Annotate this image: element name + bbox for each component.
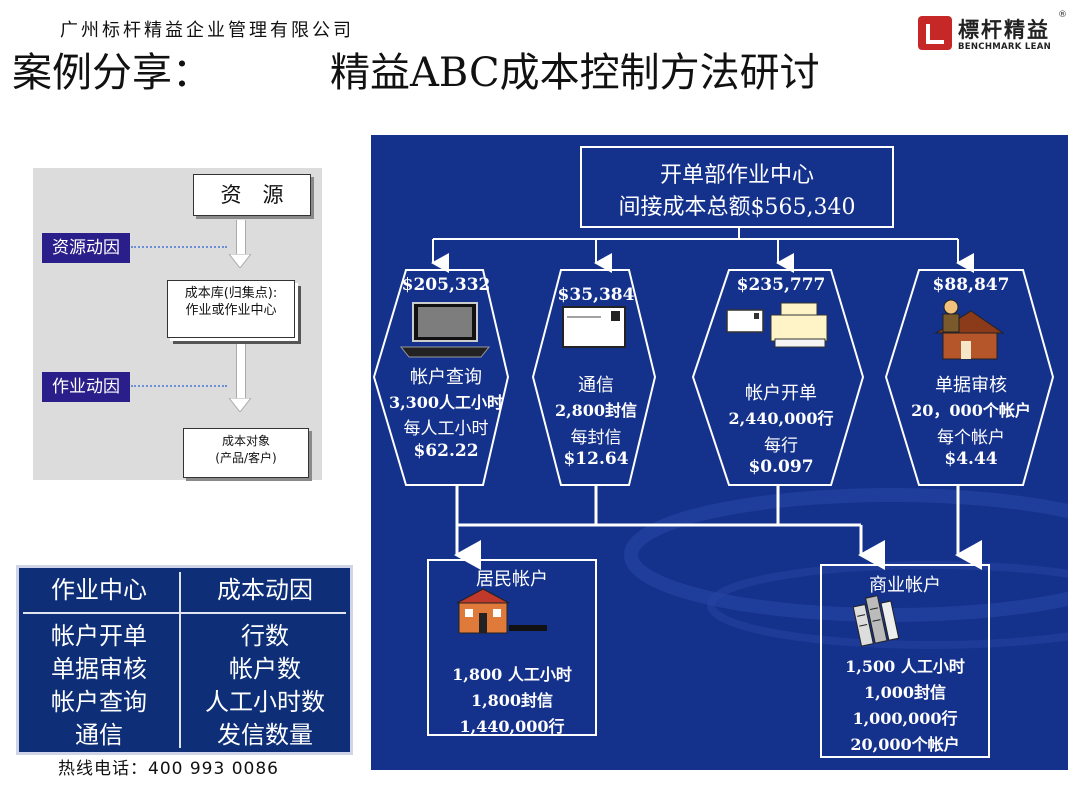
company-name: 广州标杆精益企业管理有限公司 <box>60 20 354 41</box>
resource-driver-tag: 资源动因 <box>41 232 131 264</box>
residence-icon <box>456 588 547 634</box>
hexagon-mail <box>531 269 657 486</box>
flow-arrowhead-2 <box>229 398 251 412</box>
hexagon-billing <box>691 269 865 486</box>
logo-mark-icon <box>918 16 952 50</box>
logo-cn-text: 標杆精益 <box>958 18 1050 42</box>
activity-amount: $205,332 <box>401 275 491 295</box>
activity-driver-tag: 作业动因 <box>41 371 131 403</box>
cost-object-line2: (产品/客户) <box>215 451 277 465</box>
table-cell: 帐户数 <box>229 655 301 683</box>
activity-rate: $12.64 <box>563 449 629 469</box>
printer-icon <box>770 302 828 348</box>
hexagon-audit <box>884 269 1055 486</box>
top-box-line1: 开单部作业中心 <box>659 163 814 188</box>
table-cell: 帐户开单 <box>51 622 147 650</box>
commercial-line2: 1,000封信 <box>863 683 947 702</box>
activity-per-unit: 每个帐户 <box>937 428 1005 448</box>
abc-flow-diagram: 资 源 成本库(归集点): 作业或作业中心 成本对象 (产品/客户) 资源动因 … <box>33 168 322 480</box>
activity-per-unit: 每封信 <box>570 428 622 448</box>
table-col-drivers: 行数 帐户数 人工小时数 发信数量 <box>181 620 349 752</box>
diagram-connectors <box>372 146 1068 758</box>
house-person-icon <box>934 299 1005 360</box>
residential-title: 居民帐户 <box>476 569 548 590</box>
activity-amount: $35,384 <box>557 285 635 305</box>
activity-driver-dotted-arrow <box>131 385 227 387</box>
cost-pool-line2: 作业或作业中心 <box>185 303 277 318</box>
activity-rate: $62.22 <box>413 441 479 461</box>
activity-driver-qty: 3,300人工小时 <box>388 393 504 412</box>
table-cell: 发信数量 <box>217 721 313 749</box>
cost-pool-box: 成本库(归集点): 作业或作业中心 <box>167 280 295 338</box>
flow-arrowhead-1 <box>229 254 251 268</box>
activity-name: 单据审核 <box>935 375 1007 396</box>
activity-per-unit: 每人工小时 <box>403 419 489 439</box>
activity-driver-qty: 2,440,000行 <box>728 409 834 428</box>
table-cell: 通信 <box>75 721 123 749</box>
envelope-icon <box>562 306 626 348</box>
commercial-box <box>820 564 990 758</box>
activity-name: 通信 <box>578 375 614 396</box>
cost-object-line1: 成本对象 <box>221 434 270 448</box>
residential-line2: 1,800封信 <box>470 691 554 710</box>
cost-pool-line1: 成本库(归集点): <box>184 286 278 301</box>
commercial-line4: 20,000个帐户 <box>850 735 960 754</box>
table-header-activity-center: 作业中心 <box>51 576 147 604</box>
cost-allocation-diagram: 开单部作业中心 间接成本总额$565,340 $205,332 帐户查询 3,3… <box>371 135 1068 770</box>
driver-table: 作业中心 成本动因 帐户开单 单据审核 帐户查询 通信 行数 帐户数 人工小时数… <box>16 565 353 755</box>
activity-amount: $88,847 <box>932 275 1010 295</box>
residential-line1: 1,800 人工小时 <box>452 665 572 684</box>
commercial-line3: 1,000,000行 <box>852 709 958 728</box>
resource-label: 资 源 <box>220 183 284 207</box>
resource-box: 资 源 <box>193 174 311 216</box>
commercial-line1: 1,500 人工小时 <box>845 657 965 676</box>
envelope-small-icon <box>726 309 764 333</box>
residential-box <box>427 559 597 736</box>
cost-object-box: 成本对象 (产品/客户) <box>183 428 309 478</box>
table-column-divider <box>179 572 181 748</box>
table-header-cost-driver: 成本动因 <box>217 576 313 604</box>
activity-driver-qty: 20，000个帐户 <box>911 401 1031 420</box>
skyscrapers-icon <box>852 595 900 647</box>
logo-registered-mark: ® <box>1058 10 1067 20</box>
hexagon-query <box>372 269 510 486</box>
top-box <box>580 146 894 228</box>
table-header-divider <box>23 612 346 614</box>
activity-per-unit: 每行 <box>764 436 798 456</box>
table-cell: 帐户查询 <box>51 688 147 716</box>
residential-line3: 1,440,000行 <box>459 717 565 736</box>
flow-arrow-shaft-2 <box>236 340 246 400</box>
title-prefix: 案例分享： <box>12 50 212 96</box>
commercial-title: 商业帐户 <box>869 575 941 596</box>
table-cell: 人工小时数 <box>205 688 325 716</box>
table-col-centers: 帐户开单 单据审核 帐户查询 通信 <box>19 620 179 752</box>
benchmark-lean-logo: 標杆精益 BENCHMARK LEAN ® <box>918 10 1068 58</box>
activity-rate: $0.097 <box>748 457 814 477</box>
activity-name: 帐户查询 <box>410 367 482 388</box>
flow-arrow-shaft-1 <box>236 220 246 256</box>
activity-rate: $4.44 <box>944 449 998 469</box>
logo-en-text: BENCHMARK LEAN <box>958 42 1051 52</box>
activity-driver-qty: 2,800封信 <box>554 401 638 420</box>
table-cell: 单据审核 <box>51 655 147 683</box>
hotline-text: 热线电话：400 993 0086 <box>58 759 279 779</box>
activity-amount: $235,777 <box>736 275 826 295</box>
activity-name: 帐户开单 <box>745 383 817 404</box>
page-title: 精益ABC成本控制方法研讨 <box>330 50 820 96</box>
top-box-line2: 间接成本总额$565,340 <box>618 195 856 220</box>
table-cell: 行数 <box>241 622 289 650</box>
resource-driver-dotted-arrow <box>131 246 227 248</box>
laptop-icon <box>399 302 491 358</box>
